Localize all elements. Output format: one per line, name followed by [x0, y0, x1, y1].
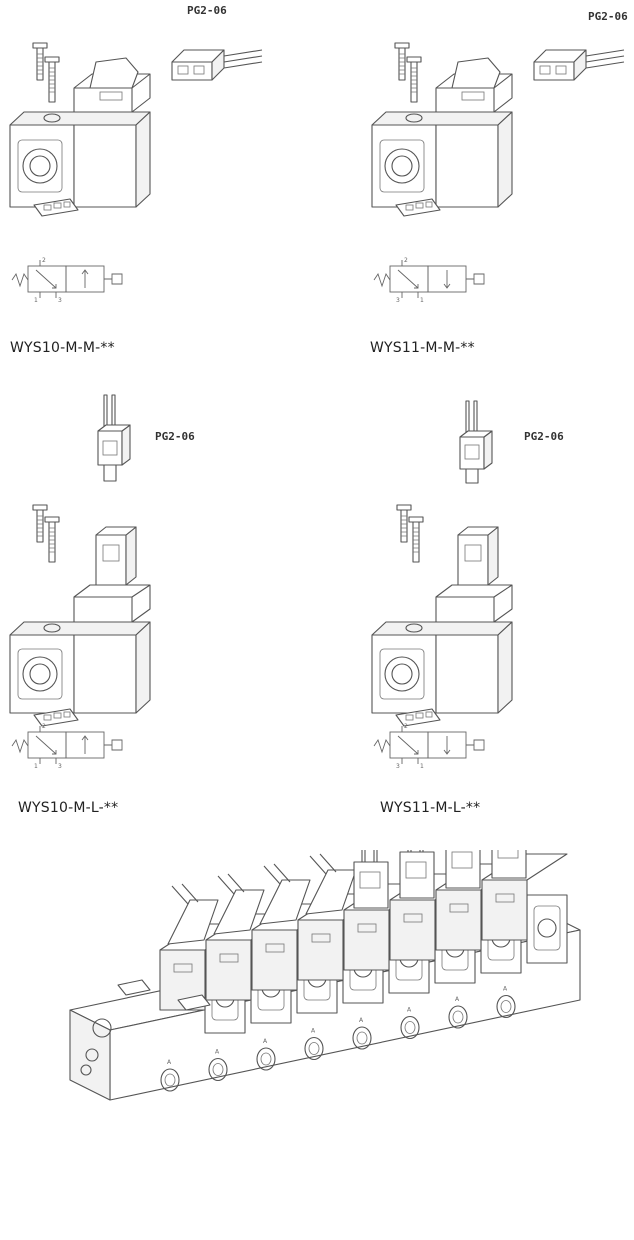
connector-label: PG2-06	[187, 4, 227, 17]
svg-text:3: 3	[58, 763, 62, 770]
svg-text:2: 2	[42, 723, 46, 730]
valve-drawing	[371, 400, 513, 727]
valve-body	[9, 621, 151, 714]
gasket	[33, 198, 79, 217]
svg-text:1: 1	[34, 763, 38, 770]
panel-wys10-m-m: 2 1 3 PG2-06 WYS10-M-M-**	[0, 0, 317, 360]
manifold-port: A	[256, 1038, 276, 1071]
svg-text:2: 2	[404, 723, 408, 730]
manifold-assembly: A A A A A A A A	[69, 850, 581, 1101]
panel-wys11-m-l: PG2-06	[362, 385, 634, 755]
mounting-screws	[32, 42, 60, 103]
manifold-port: A	[208, 1049, 228, 1082]
valve-drawing	[9, 394, 151, 727]
model-caption: WYS11-M-L-**	[380, 800, 481, 816]
valve-drawing: 2 1 3	[9, 42, 263, 304]
stacked-valve	[481, 850, 568, 964]
mounting-screws	[394, 42, 422, 103]
svg-text:1: 1	[420, 297, 424, 304]
valve-drawing: 2 3 1	[371, 42, 625, 304]
panel-wys11-m-m: 2 3 1 PG2-06 WYS11-M-M-**	[362, 0, 634, 360]
solenoid-coil	[435, 526, 513, 623]
gasket	[33, 708, 79, 727]
solenoid-coil	[73, 57, 151, 113]
svg-text:1: 1	[420, 763, 424, 770]
port-label: A	[359, 1017, 364, 1024]
svg-text:3: 3	[58, 297, 62, 304]
port-label: A	[167, 1059, 172, 1066]
solenoid-coil	[73, 526, 151, 623]
gasket	[117, 979, 211, 1011]
model-caption: WYS10-M-L-**	[18, 800, 119, 816]
svg-text:2: 2	[404, 257, 408, 264]
gasket	[395, 708, 441, 727]
connector-plug	[171, 49, 263, 81]
manifold-port: A	[304, 1028, 324, 1061]
valve-body	[371, 621, 513, 714]
pneumatic-symbol: 2 1 3	[11, 723, 123, 770]
manifold-port: A	[448, 996, 468, 1029]
connector-plug	[459, 400, 493, 484]
port-label: A	[455, 996, 460, 1003]
manifold-port: A	[352, 1017, 372, 1050]
mounting-screws	[32, 504, 60, 563]
port-label: A	[407, 1007, 412, 1014]
manifold-port: A	[400, 1007, 420, 1040]
pneumatic-symbol: 2 1 3	[11, 257, 123, 304]
pneumatic-symbol: 2 3 1	[373, 723, 485, 770]
svg-text:3: 3	[396, 763, 400, 770]
connector-label: PG2-06	[588, 10, 628, 23]
pneumatic-symbol: 2 3 1	[373, 257, 485, 304]
port-label: A	[263, 1038, 268, 1045]
mounting-screws	[396, 504, 424, 563]
svg-text:2: 2	[42, 257, 46, 264]
port-label: A	[311, 1028, 316, 1035]
svg-text:3: 3	[396, 297, 400, 304]
valve-body	[371, 111, 513, 208]
panel-wys10-m-l: PG2-06	[0, 385, 317, 755]
solenoid-coil	[435, 57, 513, 113]
model-caption: WYS10-M-M-**	[10, 340, 115, 356]
manifold-port: A	[160, 1059, 180, 1092]
svg-text:1: 1	[34, 297, 38, 304]
connector-plug	[97, 394, 131, 482]
port-label: A	[215, 1049, 220, 1056]
connector-plug	[533, 49, 625, 81]
valve-body	[9, 111, 151, 208]
connector-label: PG2-06	[155, 430, 195, 443]
manifold-port: A	[496, 986, 516, 1019]
connector-label: PG2-06	[524, 430, 564, 443]
port-label: A	[503, 986, 508, 993]
model-caption: WYS11-M-M-**	[370, 340, 475, 356]
gasket	[395, 198, 441, 217]
